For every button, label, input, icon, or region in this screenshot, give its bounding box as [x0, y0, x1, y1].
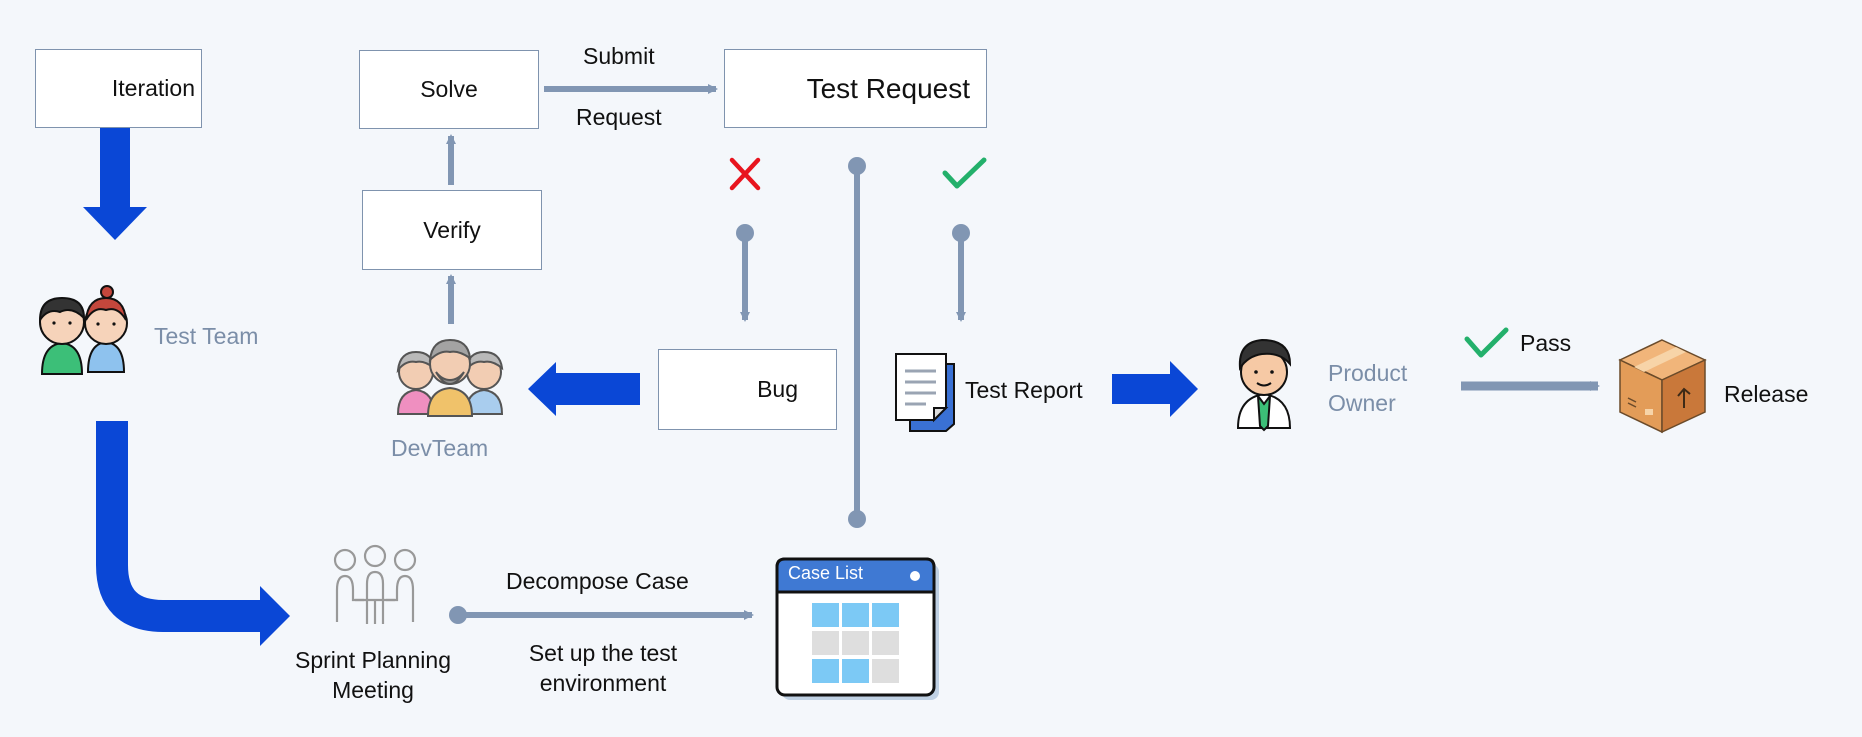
request-to-caselist-connector [848, 157, 866, 528]
bug-box: Bug [658, 349, 837, 430]
test-team-label: Test Team [154, 323, 259, 349]
case-list-title: Case List [788, 563, 864, 583]
iteration-to-team-arrow [83, 128, 147, 240]
business-person-icon [1236, 338, 1292, 432]
check-mark-icon [942, 157, 987, 189]
solve-box: Solve [359, 50, 539, 129]
setup-env-label-2: environment [539, 670, 667, 696]
test-request-label: Test Request [806, 72, 970, 104]
sprint-planning-label-2: Meeting [332, 677, 414, 703]
product-owner-label-1: Product [1328, 360, 1408, 386]
developer-group-icon [396, 338, 504, 417]
package-box-icon [1618, 339, 1707, 434]
cross-mark-icon [729, 157, 761, 191]
case-list-board-icon [775, 557, 939, 700]
solve-label: Solve [420, 76, 478, 102]
reject-connector [736, 224, 754, 322]
submit-label: Submit [583, 43, 655, 69]
people-icon [38, 285, 128, 375]
verify-label: Verify [423, 216, 481, 243]
decompose-case-label: Decompose Case [506, 568, 689, 594]
release-label: Release [1724, 381, 1809, 407]
document-icon [895, 353, 955, 432]
iteration-box: Iteration [35, 49, 202, 128]
bug-label: Bug [757, 376, 798, 402]
pass-check-icon [1464, 327, 1509, 358]
setup-env-label-1: Set up the test [528, 640, 678, 666]
devteam-label: DevTeam [391, 435, 489, 461]
iteration-label: Iteration [111, 75, 195, 101]
test-request-box: Test Request [724, 49, 987, 128]
verify-box: Verify [362, 190, 542, 270]
report-to-owner-arrow [1112, 361, 1198, 417]
pass-label: Pass [1520, 330, 1572, 356]
meeting-icon [333, 544, 417, 624]
decompose-connector [449, 606, 754, 624]
approve-connector [952, 224, 970, 322]
request-label: Request [576, 104, 662, 130]
team-to-sprint-arrow [96, 421, 262, 632]
team-to-sprint-arrowhead [260, 586, 290, 646]
test-report-label: Test Report [965, 377, 1083, 403]
bug-to-devteam-arrow [528, 362, 640, 416]
sprint-planning-label-1: Sprint Planning [295, 647, 451, 673]
product-owner-label-2: Owner [1328, 390, 1396, 416]
